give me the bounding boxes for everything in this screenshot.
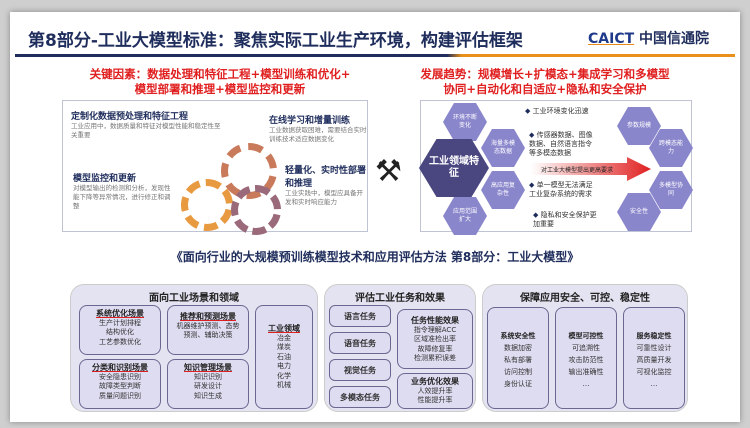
safety-box: 模型可控性可追溯性攻击防范性输出准确性… [555, 307, 617, 409]
feature-hex: 应用范围扩大 [443, 197, 487, 235]
left-item: 模型监控和更新对模型输出的检测和分析，发现性能下降等异常情况，进行修正和调整 [73, 174, 171, 210]
industry-box: 工业领域冶金煤炭石油电力化学机械 [255, 305, 313, 409]
page-title: 第8部分-工业大模型标准：聚焦实际工业生产环境，构建评估框架 [28, 31, 523, 51]
gear-icon [181, 179, 233, 231]
tools-icon: ⚒ [375, 154, 402, 189]
slide: 第8部分-工业大模型标准：聚焦实际工业生产环境，构建评估框架 CAICT 中国信… [10, 12, 740, 422]
effect-box: 业务优化效果人效提升率性能提升率 [397, 373, 473, 409]
feature-hex: 高应用复杂性 [481, 171, 525, 209]
arrow-label: 对工业大模型提出更高要求 [541, 167, 614, 174]
scenario-box: 系统优化场景生产计划排程结构优化工艺参数优化 [79, 305, 161, 355]
task-box: 多模态任务 [329, 386, 391, 408]
group-title: 保障应用安全、可控、稳定性 [520, 293, 650, 304]
group-safety: 保障应用安全、可控、稳定性 系统安全性数据加密私有部署访问控制身份认证 模型可控… [482, 284, 688, 412]
scenario-box: 推荐和预测场景机器维护预测、态势预测、辅助决策 [167, 305, 249, 355]
development-trends: 发展趋势：规模增长+扩模态+集成学习和多模型协同+自动化和自适应+隐私和安全保护 [420, 67, 670, 96]
left-item: 轻量化、实时性部署和推理工业实践中，模型应具备开发和实时响应能力 [285, 166, 367, 206]
key-factors: 关键因素：数据处理和特征工程+模型训练和优化+模型部署和推理+模型监控和更新 [89, 67, 351, 96]
safety-box: 服务稳定性可靠性设计高质量开发可视化监控… [623, 307, 685, 409]
safety-box: 系统安全性数据加密私有部署访问控制身份认证 [487, 307, 549, 409]
task-box: 语音任务 [329, 332, 391, 354]
left-item: 定制化数据预处理和特征工程工业应用中，数据质量和特征对模型性能和稳定性至关重要 [71, 112, 221, 139]
scenario-box: 分类和识别场景安全隐患识别故障类型判断质量问题识别 [79, 359, 161, 409]
group-title: 面向工业场景和领域 [149, 293, 239, 304]
center-hex: 工业领域特征 [419, 139, 489, 197]
gear-icon [231, 185, 281, 235]
bullet: 工业环境变化迅速 [525, 107, 635, 116]
group-evaluation: 评估工业任务和效果 语言任务 语音任务 视觉任务 多模态任务 任务性能效果指令理… [324, 284, 476, 412]
bullet: 单一模型无法满足工业复杂系统的需求 [529, 181, 597, 199]
group-title: 评估工业任务和效果 [355, 293, 445, 304]
feature-hex: 环境不断变化 [443, 103, 487, 141]
right-panel: 环境不断变化 海量多模态数据 高应用复杂性 应用范围扩大 工业领域特征 工业环境… [419, 100, 693, 235]
title-divider [15, 54, 735, 57]
task-box: 语言任务 [329, 305, 391, 327]
left-panel: 定制化数据预处理和特征工程工业应用中，数据质量和特征对模型性能和稳定性至关重要 … [62, 100, 368, 235]
bullet: 传感器数据、图像数据、自然语言指令等多模态数据 [529, 131, 593, 158]
standard-title: 《面向行业的大规模预训练模型技术和应用评估方法 第8部分：工业大模型》 [170, 250, 580, 264]
task-box: 视觉任务 [329, 359, 391, 381]
scenario-box: 知识管理场景知识识别研发设计知识生成 [167, 359, 249, 409]
caict-logo: CAICT 中国信通院 [588, 31, 710, 47]
feature-hex: 海量多模态数据 [481, 129, 525, 167]
group-industrial-scenarios: 面向工业场景和领域 系统优化场景生产计划排程结构优化工艺参数优化 推荐和预测场景… [70, 284, 318, 412]
bullet: 隐私和安全保护更加重要 [533, 211, 603, 229]
left-item: 在线学习和增量训练工业数据获取困难，需要结合实时训练技术适应数据变化 [269, 116, 367, 143]
